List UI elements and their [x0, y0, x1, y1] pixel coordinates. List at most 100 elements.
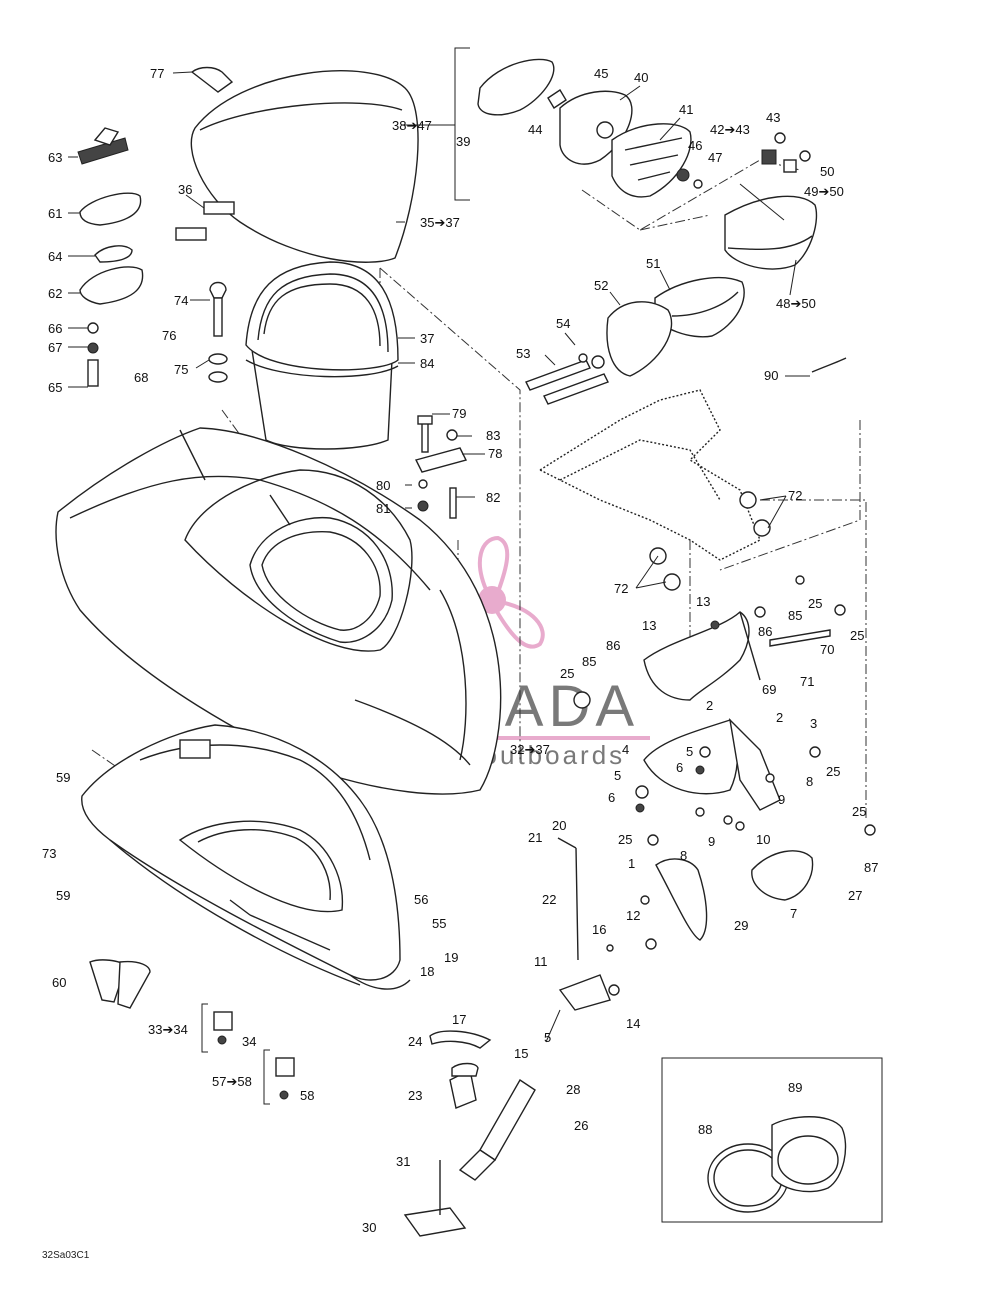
- callout-53: 53: [516, 346, 530, 361]
- callout-31: 31: [396, 1154, 410, 1169]
- callout-78: 78: [488, 446, 502, 461]
- callout-66: 66: [48, 321, 62, 336]
- callout-9-a: 9: [778, 792, 785, 807]
- callout-63: 63: [48, 150, 62, 165]
- callout-60: 60: [52, 975, 66, 990]
- filler-cap-inset: [661, 1057, 883, 1223]
- callout-17: 17: [452, 1012, 466, 1027]
- callout-56: 56: [414, 892, 428, 907]
- callout-34: 34: [242, 1034, 256, 1049]
- callout-33-34: 33➔34: [148, 1022, 188, 1037]
- callout-29: 29: [734, 918, 748, 933]
- callout-2-a: 2: [706, 698, 713, 713]
- callout-27: 27: [848, 888, 862, 903]
- callout-64: 64: [48, 249, 62, 264]
- callout-83: 83: [486, 428, 500, 443]
- steering-mechanism: [403, 575, 876, 1237]
- callout-59-a: 59: [56, 770, 70, 785]
- callout-labels: 77 63 61 64 62 66 67 65 68 36 74 76 75 3…: [42, 66, 878, 1235]
- callout-25-c: 25: [560, 666, 574, 681]
- callout-40: 40: [634, 70, 648, 85]
- leader-lines: [68, 71, 810, 1043]
- callout-72-a: 72: [788, 488, 802, 503]
- callout-26: 26: [574, 1118, 588, 1133]
- callout-73: 73: [42, 846, 56, 861]
- callout-49-50: 49➔50: [804, 184, 844, 199]
- callout-16: 16: [592, 922, 606, 937]
- callout-39: 39: [456, 134, 470, 149]
- callout-58: 58: [300, 1088, 314, 1103]
- callout-25-e: 25: [852, 804, 866, 819]
- callout-24: 24: [408, 1034, 422, 1049]
- callout-65: 65: [48, 380, 62, 395]
- callout-48-50: 48➔50: [776, 296, 816, 311]
- callout-75: 75: [174, 362, 188, 377]
- callout-22: 22: [542, 892, 556, 907]
- callout-18: 18: [420, 964, 434, 979]
- callout-36: 36: [178, 182, 192, 197]
- callout-81: 81: [376, 501, 390, 516]
- callout-25-a: 25: [808, 596, 822, 611]
- gauge-bracket: [454, 47, 470, 201]
- callout-10: 10: [756, 832, 770, 847]
- left-hardware: [77, 66, 295, 1105]
- callout-13-a: 13: [696, 594, 710, 609]
- callout-45: 45: [594, 66, 608, 81]
- callout-86-a: 86: [758, 624, 772, 639]
- callout-76: 76: [162, 328, 176, 343]
- callout-85-a: 85: [788, 608, 802, 623]
- callout-4: 4: [622, 742, 629, 757]
- callout-44: 44: [528, 122, 542, 137]
- callout-79: 79: [452, 406, 466, 421]
- callout-46: 46: [688, 138, 702, 153]
- callout-5-b: 5: [614, 768, 621, 783]
- callout-25-b: 25: [850, 628, 864, 643]
- callout-85-b: 85: [582, 654, 596, 669]
- callout-72-b: 72: [614, 581, 628, 596]
- callout-3: 3: [810, 716, 817, 731]
- callout-68: 68: [134, 370, 148, 385]
- callout-8-b: 8: [680, 848, 687, 863]
- callout-84: 84: [420, 356, 434, 371]
- callout-47: 47: [708, 150, 722, 165]
- diagram-code: 32Sa03C1: [42, 1250, 90, 1261]
- callout-25-d: 25: [826, 764, 840, 779]
- callout-69: 69: [762, 682, 776, 697]
- callout-19: 19: [444, 950, 458, 965]
- callout-12: 12: [626, 908, 640, 923]
- callout-74: 74: [174, 293, 188, 308]
- storage-bin: [245, 261, 399, 450]
- callout-80: 80: [376, 478, 390, 493]
- steering-support: [538, 389, 771, 591]
- callout-6-a: 6: [676, 760, 683, 775]
- callout-20: 20: [552, 818, 566, 833]
- cowl-parts: [525, 195, 847, 405]
- callout-21: 21: [528, 830, 542, 845]
- callout-51: 51: [646, 256, 660, 271]
- callout-6-b: 6: [608, 790, 615, 805]
- callout-14: 14: [626, 1016, 640, 1031]
- callout-7: 7: [790, 906, 797, 921]
- lower-hull: [81, 724, 411, 990]
- callout-11: 11: [534, 954, 548, 969]
- callout-37: 37: [420, 331, 434, 346]
- callout-35-37: 35➔37: [420, 215, 460, 230]
- callout-90: 90: [764, 368, 778, 383]
- callout-23: 23: [408, 1088, 422, 1103]
- callout-59-b: 59: [56, 888, 70, 903]
- mid-hardware: [414, 415, 468, 519]
- callout-88: 88: [698, 1122, 712, 1137]
- deck-body: [55, 427, 502, 795]
- callout-8-a: 8: [806, 774, 813, 789]
- callout-5-c: 5: [544, 1030, 551, 1045]
- callout-62: 62: [48, 286, 62, 301]
- callout-52: 52: [594, 278, 608, 293]
- callout-38-47: 38➔47: [392, 118, 432, 133]
- gauge-assembly: [477, 58, 811, 198]
- callout-5-a: 5: [686, 744, 693, 759]
- callout-25-f: 25: [618, 832, 632, 847]
- callout-87: 87: [864, 860, 878, 875]
- callout-61: 61: [48, 206, 62, 221]
- callout-43: 43: [766, 110, 780, 125]
